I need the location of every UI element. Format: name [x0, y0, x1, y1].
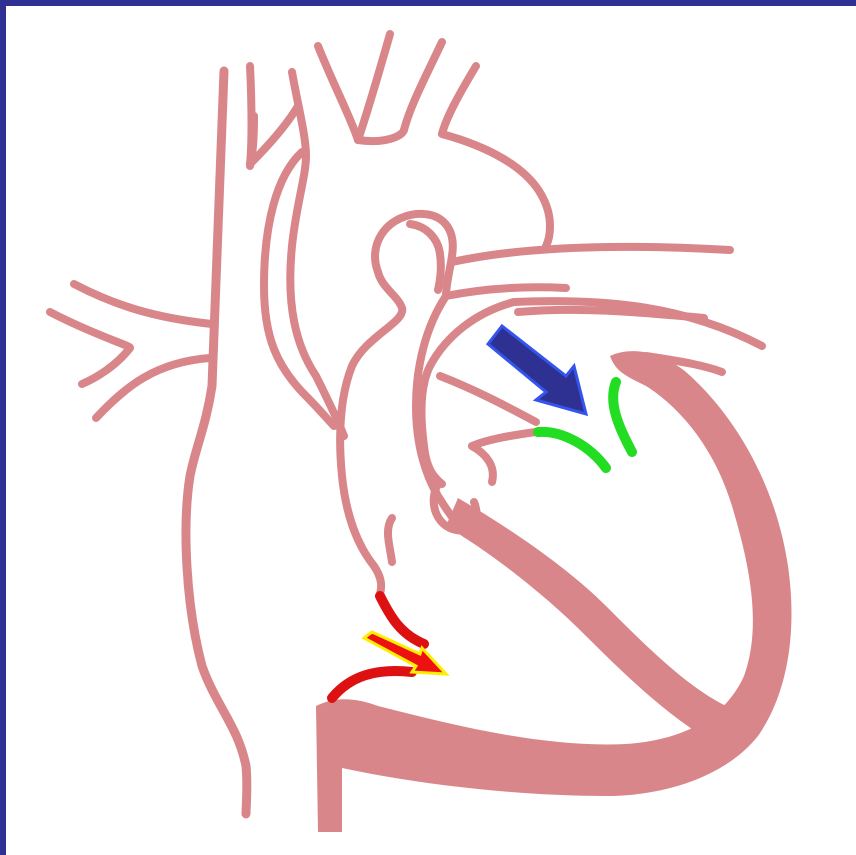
left-vein-upper [74, 284, 212, 324]
aorta-branch-4 [442, 66, 476, 134]
green-leaflet-right [613, 382, 632, 452]
ventricle-walls [316, 351, 791, 832]
aorta-branch-3 [404, 42, 442, 130]
valve-scallop-1 [388, 518, 392, 562]
valve-scallop-3 [472, 446, 493, 482]
heart-diagram [6, 6, 856, 855]
aorta-branch-1 [318, 46, 358, 140]
interventricular-septum [446, 498, 726, 738]
aorta-branch-2 [358, 34, 390, 140]
pulmonary-artery-lower [446, 287, 566, 296]
left-atrium-upper [440, 376, 536, 422]
pulmonary-trunk-inner [410, 224, 441, 290]
aorta-left-wall [290, 72, 344, 436]
left-atrium-lower [472, 432, 536, 446]
red-leaflet-lower [332, 671, 412, 698]
left-vein-mid [50, 312, 130, 384]
red-leaflet-upper [380, 596, 424, 644]
superior-vena-cava [186, 71, 247, 814]
pulmonary-artery-right [452, 247, 730, 262]
green-leaflet-left [538, 432, 606, 468]
